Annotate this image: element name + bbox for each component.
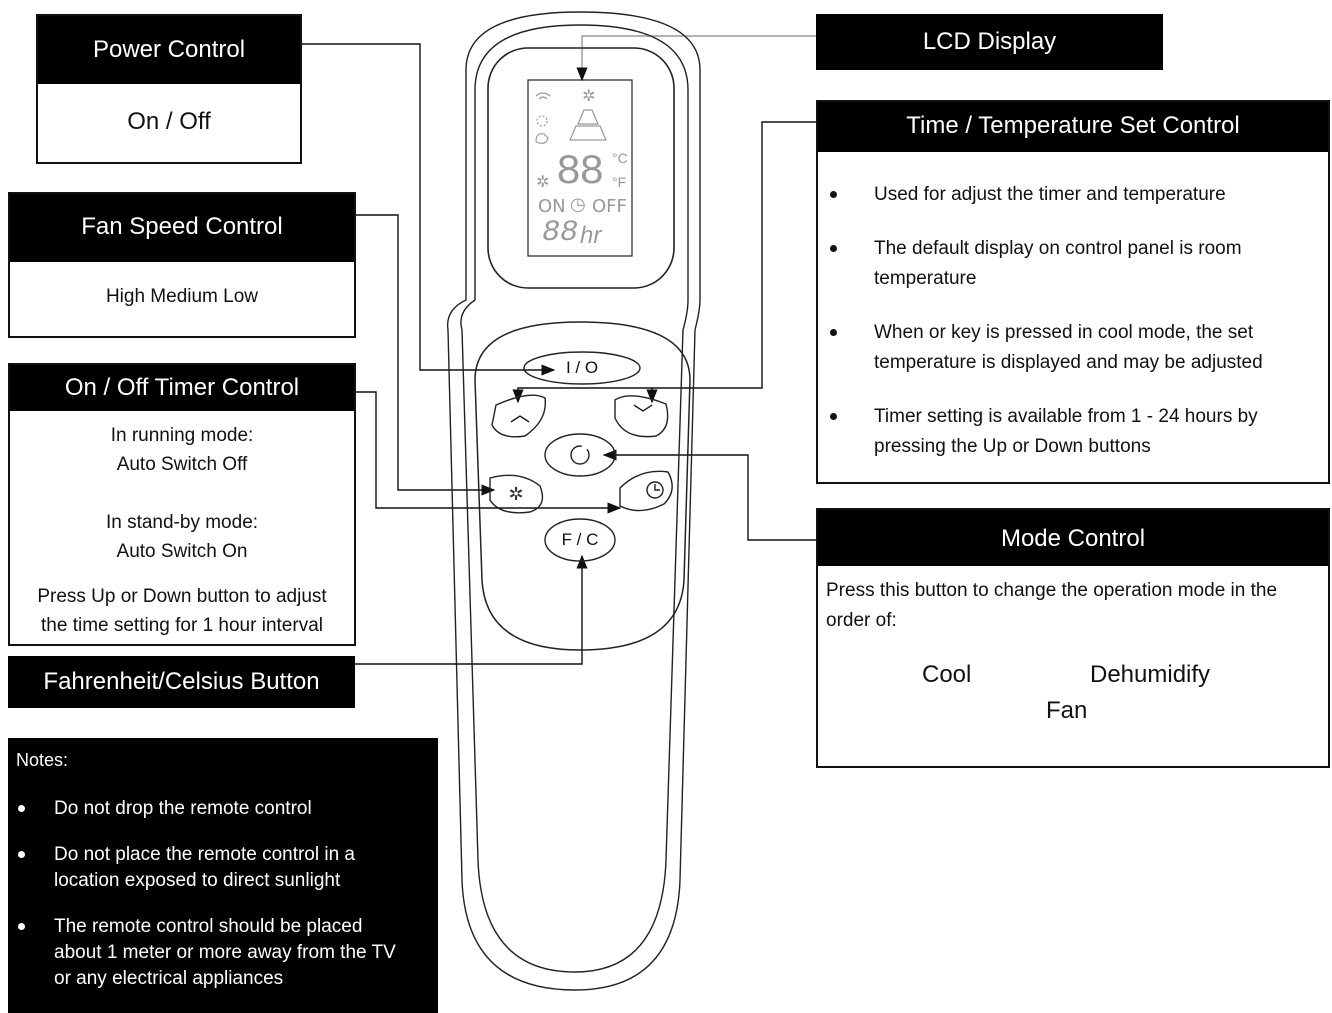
mode-button[interactable]: [545, 434, 615, 476]
remote-control: [446, 11, 701, 991]
lcd-unit-c: °C: [612, 150, 628, 166]
lcd-off-label: OFF: [592, 196, 627, 217]
fan-speed-body: High Medium Low: [105, 286, 259, 307]
mode-fan: Fan: [1046, 697, 1088, 724]
note-item: The remote control should be placed abou…: [8, 914, 414, 992]
time-temp-item: Used for adjust the timer and temperatur…: [818, 180, 1294, 210]
timer-running-label: In running mode:: [110, 425, 254, 446]
time-temp-box: Time / Temperature Set Control Used for …: [816, 100, 1330, 484]
power-control-body: On / Off: [127, 108, 211, 135]
fc-connector: [355, 554, 588, 665]
mode-control-desc: Press this button to change the operatio…: [826, 580, 1278, 631]
power-control-title: Power Control: [38, 16, 300, 84]
time-temp-title: Time / Temperature Set Control: [818, 102, 1328, 152]
notes-box: Notes: Do not drop the remote control Do…: [8, 738, 438, 1013]
lcd-fan-top-icon: ✲: [582, 88, 596, 105]
up-button[interactable]: ︿: [510, 404, 530, 426]
fc-button-title: Fahrenheit/Celsius Button: [8, 656, 355, 708]
lcd-digits-top: 88: [556, 148, 604, 196]
lcd-connector: [576, 35, 816, 82]
lcd-digits-bottom: 88: [542, 216, 579, 250]
note-item: Do not place the remote control in a loc…: [8, 842, 414, 894]
mode-control-box: Mode Control Press this button to change…: [816, 508, 1330, 768]
lcd-on-label: ON: [538, 196, 566, 217]
mode-control-title: Mode Control: [818, 510, 1328, 566]
lcd-clock-icon: ◷: [570, 194, 586, 214]
timer-standby-value: Auto Switch On: [116, 541, 248, 562]
fc-button[interactable]: F / C: [545, 519, 615, 561]
timer-note-line1: Press Up or Down button to adjust: [37, 586, 327, 607]
notes-title: Notes:: [16, 750, 69, 770]
power-connector: [302, 43, 556, 376]
time-temp-item: The default display on control panel is …: [818, 234, 1294, 294]
timer-control-box: On / Off Timer Control In running mode: …: [8, 363, 356, 646]
fan-speed-box: Fan Speed Control High Medium Low: [8, 192, 356, 338]
time-temp-connector: [512, 121, 818, 404]
lcd-unit-f: °F: [612, 174, 627, 190]
timer-standby-label: In stand-by mode:: [105, 512, 259, 533]
time-temp-item: Timer setting is available from 1 - 24 h…: [818, 402, 1314, 462]
fan-speed-title: Fan Speed Control: [10, 194, 354, 262]
lcd-fan-icon: ✲: [536, 174, 550, 191]
fc-button-label: F / C: [561, 530, 599, 549]
power-button[interactable]: I / O: [524, 352, 640, 384]
fan-speed-connector: [356, 214, 496, 496]
lcd-screen: ✲ 88 °C °F ON ◷ OFF 88 hr: [530, 150, 630, 260]
lcd-hr-label: hr: [580, 222, 602, 249]
mode-connector: [602, 449, 820, 541]
mode-dehumidify: Dehumidify: [1090, 661, 1211, 688]
timer-running-value: Auto Switch Off: [116, 454, 248, 475]
mode-cool: Cool: [922, 661, 972, 688]
time-temp-item: When or key is pressed in cool mode, the…: [818, 318, 1324, 378]
lcd-display-title: LCD Display: [816, 14, 1163, 70]
note-item: Do not drop the remote control: [8, 796, 414, 822]
timer-note-line2: the time setting for 1 hour interval: [41, 615, 323, 636]
power-control-box: Power Control On / Off: [36, 14, 302, 164]
fan-button[interactable]: ✲: [508, 484, 524, 504]
lcd-icons: [535, 92, 607, 144]
down-button[interactable]: ﹀: [633, 404, 653, 426]
timer-control-title: On / Off Timer Control: [10, 365, 354, 411]
timer-button[interactable]: [620, 470, 678, 512]
power-button-label: I / O: [565, 358, 599, 377]
